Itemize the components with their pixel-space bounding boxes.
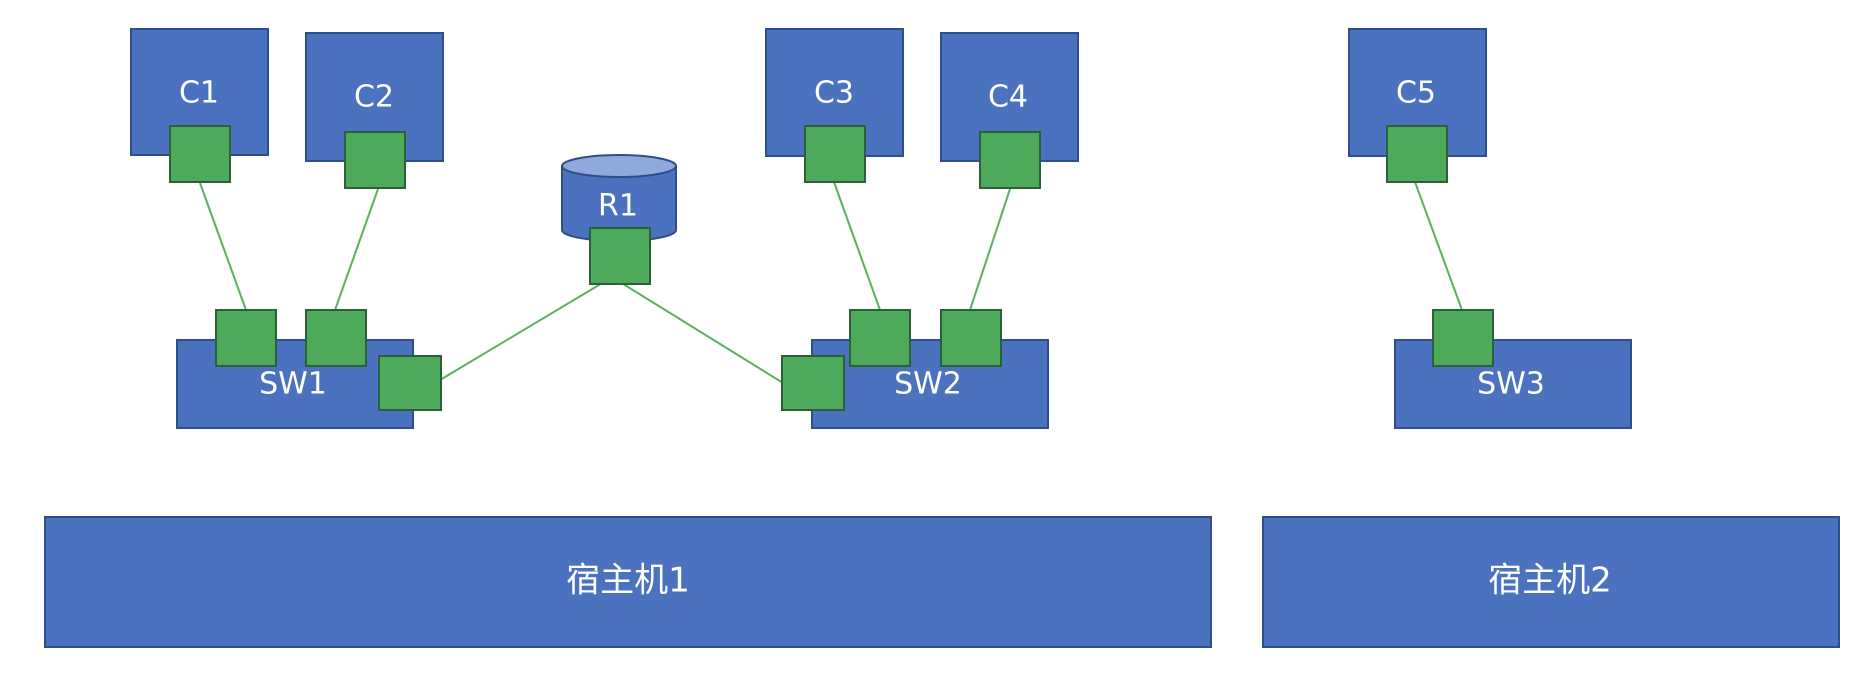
switch-label: SW1: [259, 367, 327, 402]
router-cylinder-top: [561, 154, 677, 178]
port-c4: [979, 131, 1041, 189]
host-label: 宿主机1: [566, 561, 690, 601]
link-c2-sw1: [334, 188, 379, 311]
port-sw3-c5: [1432, 309, 1494, 367]
container-label: C3: [814, 76, 854, 111]
link-r1-sw2: [619, 281, 784, 384]
port-c2: [344, 131, 406, 189]
link-c5-sw3: [1414, 181, 1463, 311]
port-sw1-r1: [378, 355, 442, 411]
port-sw1-c2: [305, 309, 367, 367]
port-sw2-c4: [940, 309, 1002, 367]
switch-sw3[interactable]: SW3: [1394, 309, 1632, 429]
port-r1: [589, 227, 651, 285]
link-c1-sw1: [199, 182, 247, 311]
container-c2[interactable]: C2: [305, 32, 444, 189]
port-sw1-c1: [215, 309, 277, 367]
port-c3: [804, 125, 866, 183]
switch-sw1[interactable]: SW1: [176, 309, 442, 429]
container-label: C2: [354, 80, 394, 115]
port-sw2-c3: [849, 309, 911, 367]
router-r1[interactable]: R1: [561, 154, 677, 285]
host-2[interactable]: 宿主机2: [1262, 516, 1840, 648]
switch-sw2[interactable]: SW2: [781, 309, 1049, 429]
link-c4-sw2: [969, 188, 1011, 311]
container-label: C1: [179, 76, 219, 111]
link-sw1-r1: [439, 281, 605, 381]
link-c3-sw2: [833, 181, 881, 311]
links: [199, 181, 1463, 384]
container-label: C4: [988, 80, 1028, 115]
switch-label: SW2: [894, 367, 962, 402]
container-c1[interactable]: C1: [130, 28, 269, 183]
port-c1: [169, 125, 231, 183]
port-sw2-r1: [781, 355, 845, 411]
container-label: C5: [1396, 76, 1436, 111]
router-label: R1: [598, 189, 638, 224]
port-c5: [1386, 125, 1448, 183]
host-label: 宿主机2: [1488, 561, 1612, 601]
host-1[interactable]: 宿主机1: [44, 516, 1212, 648]
container-c5[interactable]: C5: [1348, 28, 1487, 183]
container-c3[interactable]: C3: [765, 28, 904, 183]
switch-label: SW3: [1477, 367, 1545, 402]
container-c4[interactable]: C4: [940, 32, 1079, 189]
